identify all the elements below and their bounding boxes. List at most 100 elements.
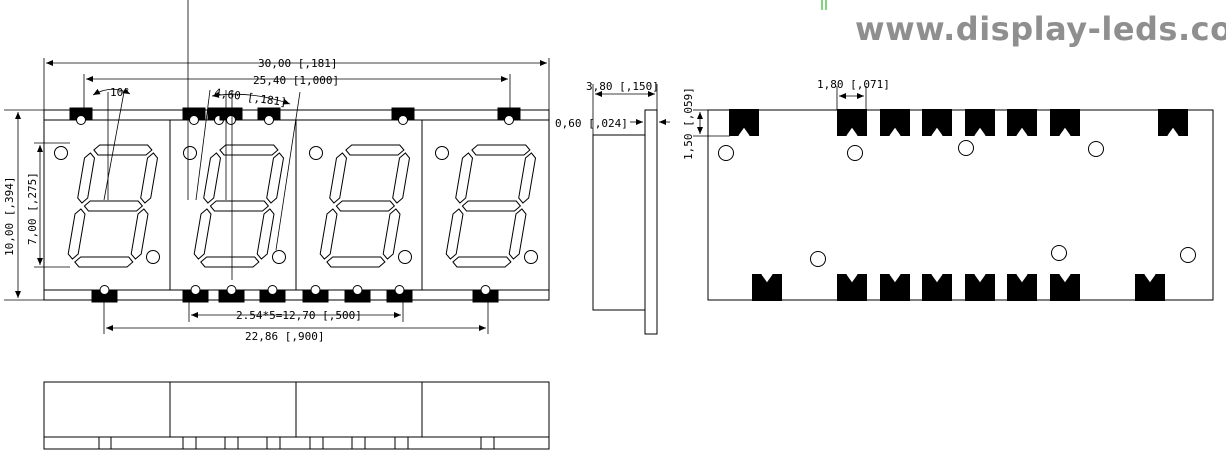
pin-pad xyxy=(259,285,286,303)
decimal-point xyxy=(146,250,160,264)
front-body-outline xyxy=(43,109,550,301)
digit xyxy=(183,144,286,268)
decimal-point xyxy=(272,250,286,264)
mounting-hole xyxy=(958,140,974,156)
solder-pad xyxy=(880,273,910,301)
rear-pads xyxy=(729,109,1188,301)
mounting-hole xyxy=(1088,141,1104,157)
front-labels: 30,00 [,181] 25,40 [1,000] 10° 4,60 [,18… xyxy=(3,57,362,343)
solder-pad xyxy=(965,273,995,301)
digit-segment xyxy=(329,152,348,204)
solder-pad xyxy=(1007,273,1037,301)
rear-labels: 1,80 [,071] 1,50 [,059] xyxy=(682,78,890,160)
pin-pad xyxy=(472,285,499,303)
digit-segment xyxy=(200,256,260,268)
front-dimensions xyxy=(4,0,550,334)
watermark-text: www.display-leds.com xyxy=(855,10,1226,48)
digit-segment xyxy=(266,152,285,204)
colon-dot xyxy=(183,146,197,160)
digit-segment xyxy=(471,144,531,156)
colon-dot xyxy=(309,146,323,160)
dim-side-thickness: 0,60 [,024] xyxy=(555,117,628,130)
digit-segment xyxy=(203,152,222,204)
pin-pad xyxy=(391,107,415,125)
digit-segment xyxy=(319,208,338,260)
dim-digit-pitch: 4,60 [,181] xyxy=(214,86,288,109)
solder-pad xyxy=(1050,109,1080,137)
solder-pad xyxy=(880,109,910,137)
digit xyxy=(309,144,412,268)
digit-segment xyxy=(67,208,86,260)
digit-segment xyxy=(130,208,149,260)
solder-pad xyxy=(729,109,759,137)
digit-segment xyxy=(140,152,159,204)
front-view xyxy=(43,107,550,303)
digit-segment xyxy=(461,200,522,212)
solder-pad xyxy=(752,273,782,301)
digit-segment xyxy=(193,208,212,260)
digit-segment xyxy=(345,144,405,156)
dim-digit-height: 7,00 [,275] xyxy=(26,172,39,245)
dim-pin-pitch: 2.54*5=12,70 [,500] xyxy=(236,309,362,322)
digit-segment xyxy=(392,152,411,204)
solder-pad xyxy=(1050,273,1080,301)
bottom-view xyxy=(43,381,550,450)
solder-pad xyxy=(922,273,952,301)
mounting-hole xyxy=(718,145,734,161)
rear-view xyxy=(693,0,1214,301)
side-labels: 3,80 [,150] 0,60 [,024] xyxy=(555,80,659,130)
digit-segment xyxy=(455,152,474,204)
dim-pin-span: 25,40 [1,000] xyxy=(253,74,339,87)
side-view xyxy=(592,84,670,335)
digit xyxy=(54,144,160,268)
solder-pad xyxy=(1007,109,1037,137)
digit-segment xyxy=(452,256,512,268)
pin-pad xyxy=(69,107,93,125)
mounting-hole xyxy=(810,251,826,267)
digit-segment xyxy=(74,256,134,268)
digit-segment xyxy=(219,144,279,156)
digit-segment xyxy=(209,200,270,212)
digit-segment xyxy=(508,208,527,260)
digit-segment xyxy=(518,152,537,204)
mounting-hole xyxy=(1051,245,1067,261)
digit-segment xyxy=(326,256,386,268)
pin-pad xyxy=(257,107,281,125)
pin-pad xyxy=(91,285,118,303)
solder-pad xyxy=(837,109,867,137)
pin-pad xyxy=(302,285,329,303)
digit-segment xyxy=(83,200,144,212)
dim-side-depth: 3,80 [,150] xyxy=(586,80,659,93)
decimal-point xyxy=(524,250,538,264)
digit-segment xyxy=(382,208,401,260)
digit-segment xyxy=(335,200,396,212)
pin-pad xyxy=(182,285,209,303)
digit xyxy=(435,144,538,268)
solder-pad xyxy=(965,109,995,137)
digit-segment xyxy=(256,208,275,260)
solder-pad xyxy=(1158,109,1188,137)
mounting-hole xyxy=(847,145,863,161)
mounting-hole xyxy=(1180,247,1196,263)
colon-dot xyxy=(54,146,68,160)
dim-bottom-span: 22,86 [,900] xyxy=(245,330,324,343)
dim-pad-height: 1,50 [,059] xyxy=(682,87,695,160)
dim-overall-width: 30,00 [,181] xyxy=(258,57,337,70)
solder-pad xyxy=(837,273,867,301)
solder-pad xyxy=(1135,273,1165,301)
digit-segment xyxy=(93,144,153,156)
solder-pad xyxy=(922,109,952,137)
pin-pad xyxy=(219,107,243,125)
dim-height-overall: 10,00 [,394] xyxy=(3,177,16,256)
decimal-point xyxy=(398,250,412,264)
pin-pad xyxy=(344,285,371,303)
dim-pad-width: 1,80 [,071] xyxy=(817,78,890,91)
digit-segment xyxy=(77,152,96,204)
digit-segment xyxy=(445,208,464,260)
pin-pad xyxy=(182,107,206,125)
pin-pad xyxy=(497,107,521,125)
dim-angle: 10° xyxy=(110,86,130,99)
colon-dot xyxy=(435,146,449,160)
pin-pad xyxy=(218,285,245,303)
